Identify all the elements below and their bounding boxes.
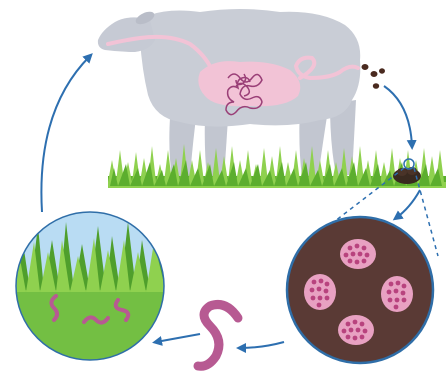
arrow-feces-to-ground (384, 86, 412, 146)
feces-icon (362, 64, 386, 89)
egg-icon (340, 239, 376, 269)
pasture-icon (14, 210, 166, 362)
egg-icon (381, 276, 413, 312)
arrow-ground-to-microscope (396, 190, 420, 218)
arrow-larva-to-pasture (156, 334, 200, 342)
sheep-icon (98, 9, 360, 178)
arrow-pasture-to-sheep (41, 56, 90, 212)
egg-icon (304, 274, 336, 310)
larva-icon (198, 305, 238, 367)
arrow-microscope-to-larva (240, 342, 284, 348)
grass-strip (108, 144, 446, 188)
microscope-view (287, 217, 433, 363)
egg-icon (338, 315, 374, 345)
